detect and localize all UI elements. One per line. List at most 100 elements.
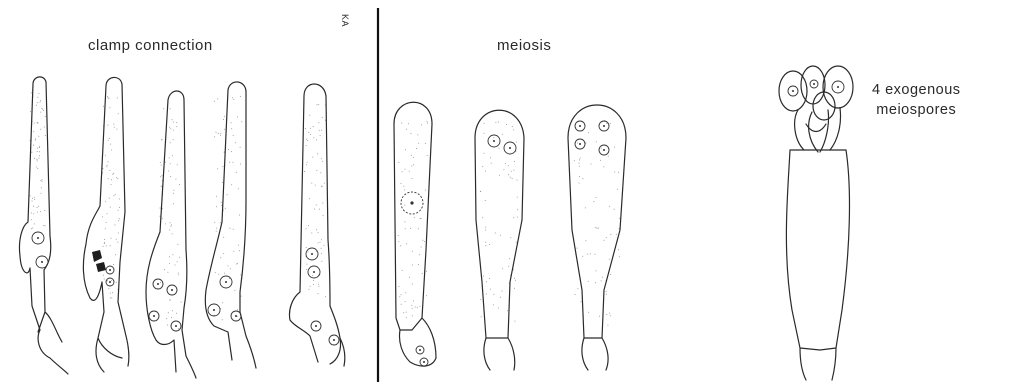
stipple-dot	[39, 158, 40, 159]
stipple-dot	[590, 253, 591, 254]
meiospores-label: 4 exogenous meiospores	[872, 80, 961, 120]
stipple-dot	[312, 157, 313, 158]
stipple-dot	[322, 186, 323, 187]
stipple-dot	[305, 128, 306, 129]
stipple-dot	[421, 218, 422, 219]
stipple-dot	[321, 239, 322, 240]
stipple-dot	[221, 205, 222, 206]
stipple-dot	[318, 242, 319, 243]
stipple-dot	[215, 272, 216, 273]
stipple-dot	[222, 182, 223, 183]
stipple-dot	[224, 116, 225, 117]
stipple-dot	[167, 325, 168, 326]
stipple-dot	[404, 221, 405, 222]
stipple-dot	[514, 321, 515, 322]
stipple-dot	[403, 186, 404, 187]
stipple-dot	[400, 245, 401, 246]
stipple-dot	[602, 277, 603, 278]
stipple-dot	[579, 159, 580, 160]
stipple-dot	[604, 240, 605, 241]
stipple-dot	[103, 106, 104, 107]
stipple-dot	[107, 96, 108, 97]
stipple-dot	[162, 218, 163, 219]
stipple-dot	[577, 288, 578, 289]
stipple-dot	[220, 135, 221, 136]
stipple-dot	[598, 228, 599, 229]
stipple-dot	[597, 228, 598, 229]
stipple-dot	[107, 125, 108, 126]
stipple-dot	[483, 276, 484, 277]
stipple-dot	[498, 308, 499, 309]
stipple-dot	[511, 171, 512, 172]
stipple-dot	[217, 98, 218, 99]
stipple-dot	[118, 113, 119, 114]
stipple-dot	[322, 161, 323, 162]
stipple-dot	[312, 275, 313, 276]
stipple-dot	[231, 128, 232, 129]
meiospores-label-line-2: meiospores	[872, 100, 961, 120]
stipple-dot	[116, 239, 117, 240]
stipple-dot	[41, 193, 42, 194]
stipple-dot	[113, 124, 114, 125]
stipple-dot	[493, 304, 494, 305]
stipple-dot	[177, 244, 178, 245]
basidium-b	[475, 110, 524, 370]
stipple-dot	[173, 130, 174, 131]
stipple-dot	[412, 315, 413, 316]
stipple-dot	[314, 209, 315, 210]
stipple-dot	[500, 297, 501, 298]
stipple-dot	[241, 121, 242, 122]
stipple-dot	[116, 177, 117, 178]
stipple-dot	[502, 268, 503, 269]
stipple-dot	[31, 219, 32, 220]
stipple-dot	[104, 279, 105, 280]
stipple-dot	[510, 237, 511, 238]
stipple-dot	[619, 256, 620, 257]
stipple-dot	[310, 286, 311, 287]
stipple-dot	[104, 242, 105, 243]
stipple-dot	[172, 233, 173, 234]
stipple-dot	[179, 257, 180, 258]
stipple-dot	[177, 261, 178, 262]
stipple-dot	[400, 183, 401, 184]
hypha-2-nuclei	[92, 250, 114, 286]
stipple-dot	[513, 269, 514, 270]
stipple-dot	[409, 171, 410, 172]
stipple-dot	[405, 292, 406, 293]
stipple-dot	[117, 242, 118, 243]
stipple-dot	[485, 229, 486, 230]
stipple-dot	[405, 228, 406, 229]
stipple-dot	[585, 207, 586, 208]
stipple-dot	[109, 170, 110, 171]
stipple-dot	[37, 160, 38, 161]
stipple-dot	[418, 228, 419, 229]
stipple-dot	[37, 207, 38, 208]
stipple-dot	[606, 123, 607, 124]
stipple-dot	[108, 97, 109, 98]
stipple-dot	[33, 213, 34, 214]
stipple-dot	[422, 273, 423, 274]
stipple-dot	[610, 234, 611, 235]
stipple-dot	[313, 280, 314, 281]
stipple-dot	[505, 163, 506, 164]
stipple-dot	[514, 161, 515, 162]
stipple-dot	[515, 280, 516, 281]
stipple-dot	[409, 277, 410, 278]
stipple-dot	[161, 186, 162, 187]
stipple-dot	[165, 223, 166, 224]
stipple-dot	[482, 217, 483, 218]
stipple-dot	[609, 206, 610, 207]
stipple-dot	[38, 136, 39, 137]
stipple-dot	[45, 116, 46, 117]
stipple-dot	[238, 188, 239, 189]
stipple-dot	[405, 149, 406, 150]
stipple-dot	[106, 166, 107, 167]
stipple-dot	[116, 129, 117, 130]
stipple-dot	[177, 164, 178, 165]
stipple-dot	[319, 209, 320, 210]
stipple-dot	[31, 213, 32, 214]
stipple-dot	[171, 119, 172, 120]
stipple-dot	[233, 251, 234, 252]
stipple-dot	[30, 111, 31, 112]
stipple-dot	[313, 137, 314, 138]
